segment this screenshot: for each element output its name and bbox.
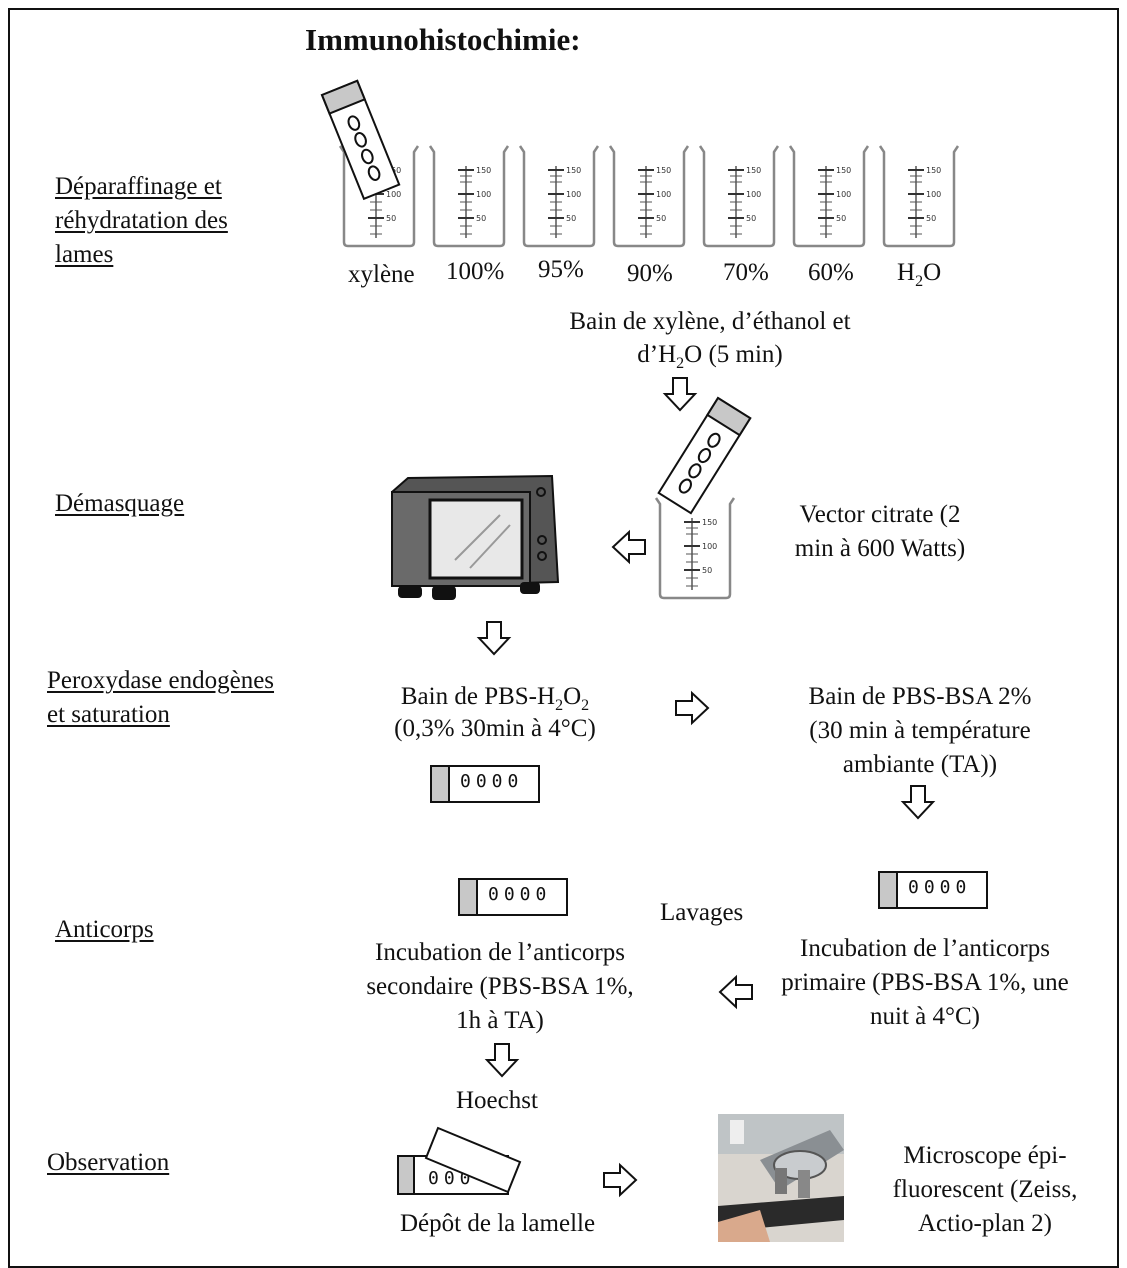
- secondary-text: Incubation de l’anticorps: [375, 939, 625, 966]
- bath-label-xylene: xylène: [348, 261, 415, 288]
- pbs-bsa-text-2: (30 min à température: [809, 717, 1031, 744]
- step-label-deparaffinage-2: réhydratation des: [55, 207, 228, 234]
- bath-description: Bain de xylène, d’éthanol et: [569, 308, 851, 335]
- slide-peroxydase: 0000: [430, 765, 540, 803]
- slide-dots: 0000: [908, 877, 972, 898]
- step-label-observation: Observation: [47, 1149, 170, 1176]
- step-label-peroxydase-2: et saturation: [47, 701, 170, 728]
- microscope-text: Microscope épi-: [903, 1142, 1067, 1169]
- pbs-h2o2-text-2: (0,3% 30min à 4°C): [394, 715, 596, 742]
- step-label-anticorps: Anticorps: [55, 916, 154, 943]
- step-label-deparaffinage-3: lames: [55, 241, 114, 268]
- primary-text-2: primaire (PBS-BSA 1%, une: [781, 969, 1069, 996]
- bath-label-95: 95%: [538, 256, 584, 283]
- step-label-peroxydase: Peroxydase endogènes: [47, 667, 275, 694]
- primary-text: Incubation de l’anticorps: [800, 935, 1050, 962]
- bath-label-60: 60%: [808, 259, 854, 286]
- bath-label-90: 90%: [627, 260, 673, 287]
- microscope-text-3: Actio-plan 2): [918, 1210, 1052, 1237]
- slide-dots: 0000: [488, 884, 552, 905]
- bath-label-100: 100%: [446, 258, 505, 285]
- slide-secondary: 0000: [458, 878, 568, 916]
- step-label-demasquage: Démasquage: [55, 490, 185, 517]
- bath-description-2: d’H2O (5 min): [637, 341, 783, 372]
- microscope-text-2: fluorescent (Zeiss,: [892, 1176, 1078, 1203]
- pbs-bsa-text-3: ambiante (TA)): [842, 751, 998, 778]
- bath-label-h2o: H2O: [897, 259, 942, 290]
- citrate-text-2: min à 600 Watts): [794, 535, 966, 562]
- slide-primary: 0000: [878, 871, 988, 909]
- secondary-text-2: secondaire (PBS-BSA 1%,: [366, 973, 634, 1000]
- coverslip-icon: 000: [397, 1126, 522, 1195]
- page-title: Immunohistochimie:: [305, 22, 581, 57]
- pbs-bsa-text: Bain de PBS-BSA 2%: [808, 683, 1032, 710]
- citrate-text: Vector citrate (2: [799, 501, 961, 528]
- hoechst-label: Hoechst: [456, 1087, 538, 1114]
- slide-dots: 0000: [460, 771, 524, 792]
- svg-text:000: 000: [428, 1168, 476, 1189]
- lavages-label: Lavages: [660, 899, 744, 926]
- bath-label-70: 70%: [723, 259, 769, 286]
- pbs-h2o2-text: Bain de PBS-H2O2: [400, 683, 590, 714]
- lamelle-label: Dépôt de la lamelle: [400, 1210, 596, 1237]
- oven-icon: [390, 474, 560, 600]
- step-label-deparaffinage: Déparaffinage et: [55, 173, 222, 200]
- primary-text-3: nuit à 4°C): [870, 1003, 980, 1030]
- secondary-text-3: 1h à TA): [456, 1007, 544, 1034]
- microscope-photo: [718, 1114, 844, 1242]
